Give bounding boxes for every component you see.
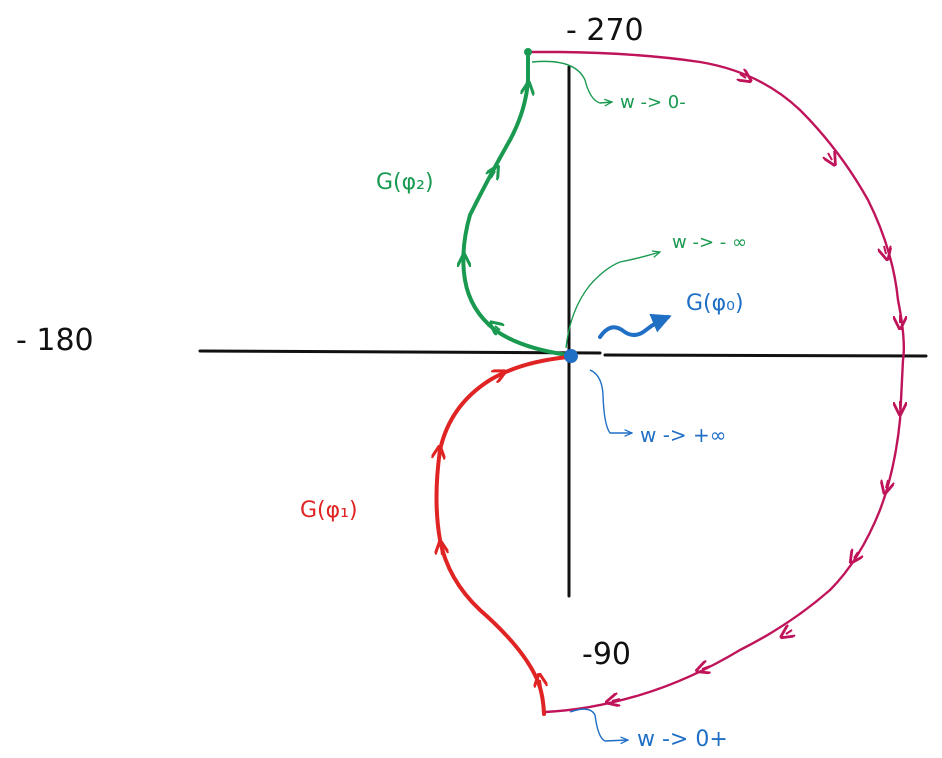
w-0-minus-leader	[531, 60, 612, 103]
contour-arrow	[854, 552, 858, 558]
label-g-phi2: G(φ₂)	[376, 170, 434, 195]
real-axis	[198, 349, 928, 358]
w-plus-inf-leader	[589, 369, 632, 433]
g-phi1-arrow	[438, 452, 439, 461]
label-w-plus-inf: w -> +∞	[640, 423, 726, 447]
contour-arrow	[884, 246, 886, 254]
contour-arrow	[612, 699, 620, 701]
label-minus-270: - 270	[566, 13, 644, 48]
label-w-0-plus: w -> 0+	[637, 727, 728, 752]
contour-arrow	[740, 74, 746, 78]
contour-arrow	[702, 666, 710, 669]
g-phi1-arrow	[540, 680, 541, 689]
label-minus-180: - 180	[16, 323, 94, 358]
g-phi0-point	[564, 349, 578, 363]
g-phi1-arrow	[441, 547, 442, 556]
contour-arrow	[786, 630, 792, 634]
g-phi0-squiggle	[598, 313, 672, 339]
contour-curve	[526, 50, 906, 714]
g-phi1-curve	[434, 355, 570, 716]
g-phi2-endpoint	[524, 48, 532, 56]
w-minus-inf-leader	[565, 252, 660, 349]
label-minus-90: -90	[582, 637, 631, 672]
contour-arrow	[828, 153, 832, 160]
g-phi1-arrow	[494, 374, 500, 377]
contour-arrow	[886, 480, 888, 488]
g-phi2-arrow	[491, 171, 495, 178]
g-phi2-curve	[461, 50, 570, 357]
label-w-minus-inf: w -> - ∞	[672, 232, 747, 253]
label-g-phi1: G(φ₁)	[300, 498, 358, 523]
w-0-plus-leader	[569, 708, 628, 741]
g-phi2-arrow	[495, 326, 500, 330]
label-g-phi0: G(φ₀)	[686, 291, 744, 316]
g-phi2-arrow	[527, 88, 528, 97]
label-w-0-minus: w -> 0-	[620, 92, 686, 113]
